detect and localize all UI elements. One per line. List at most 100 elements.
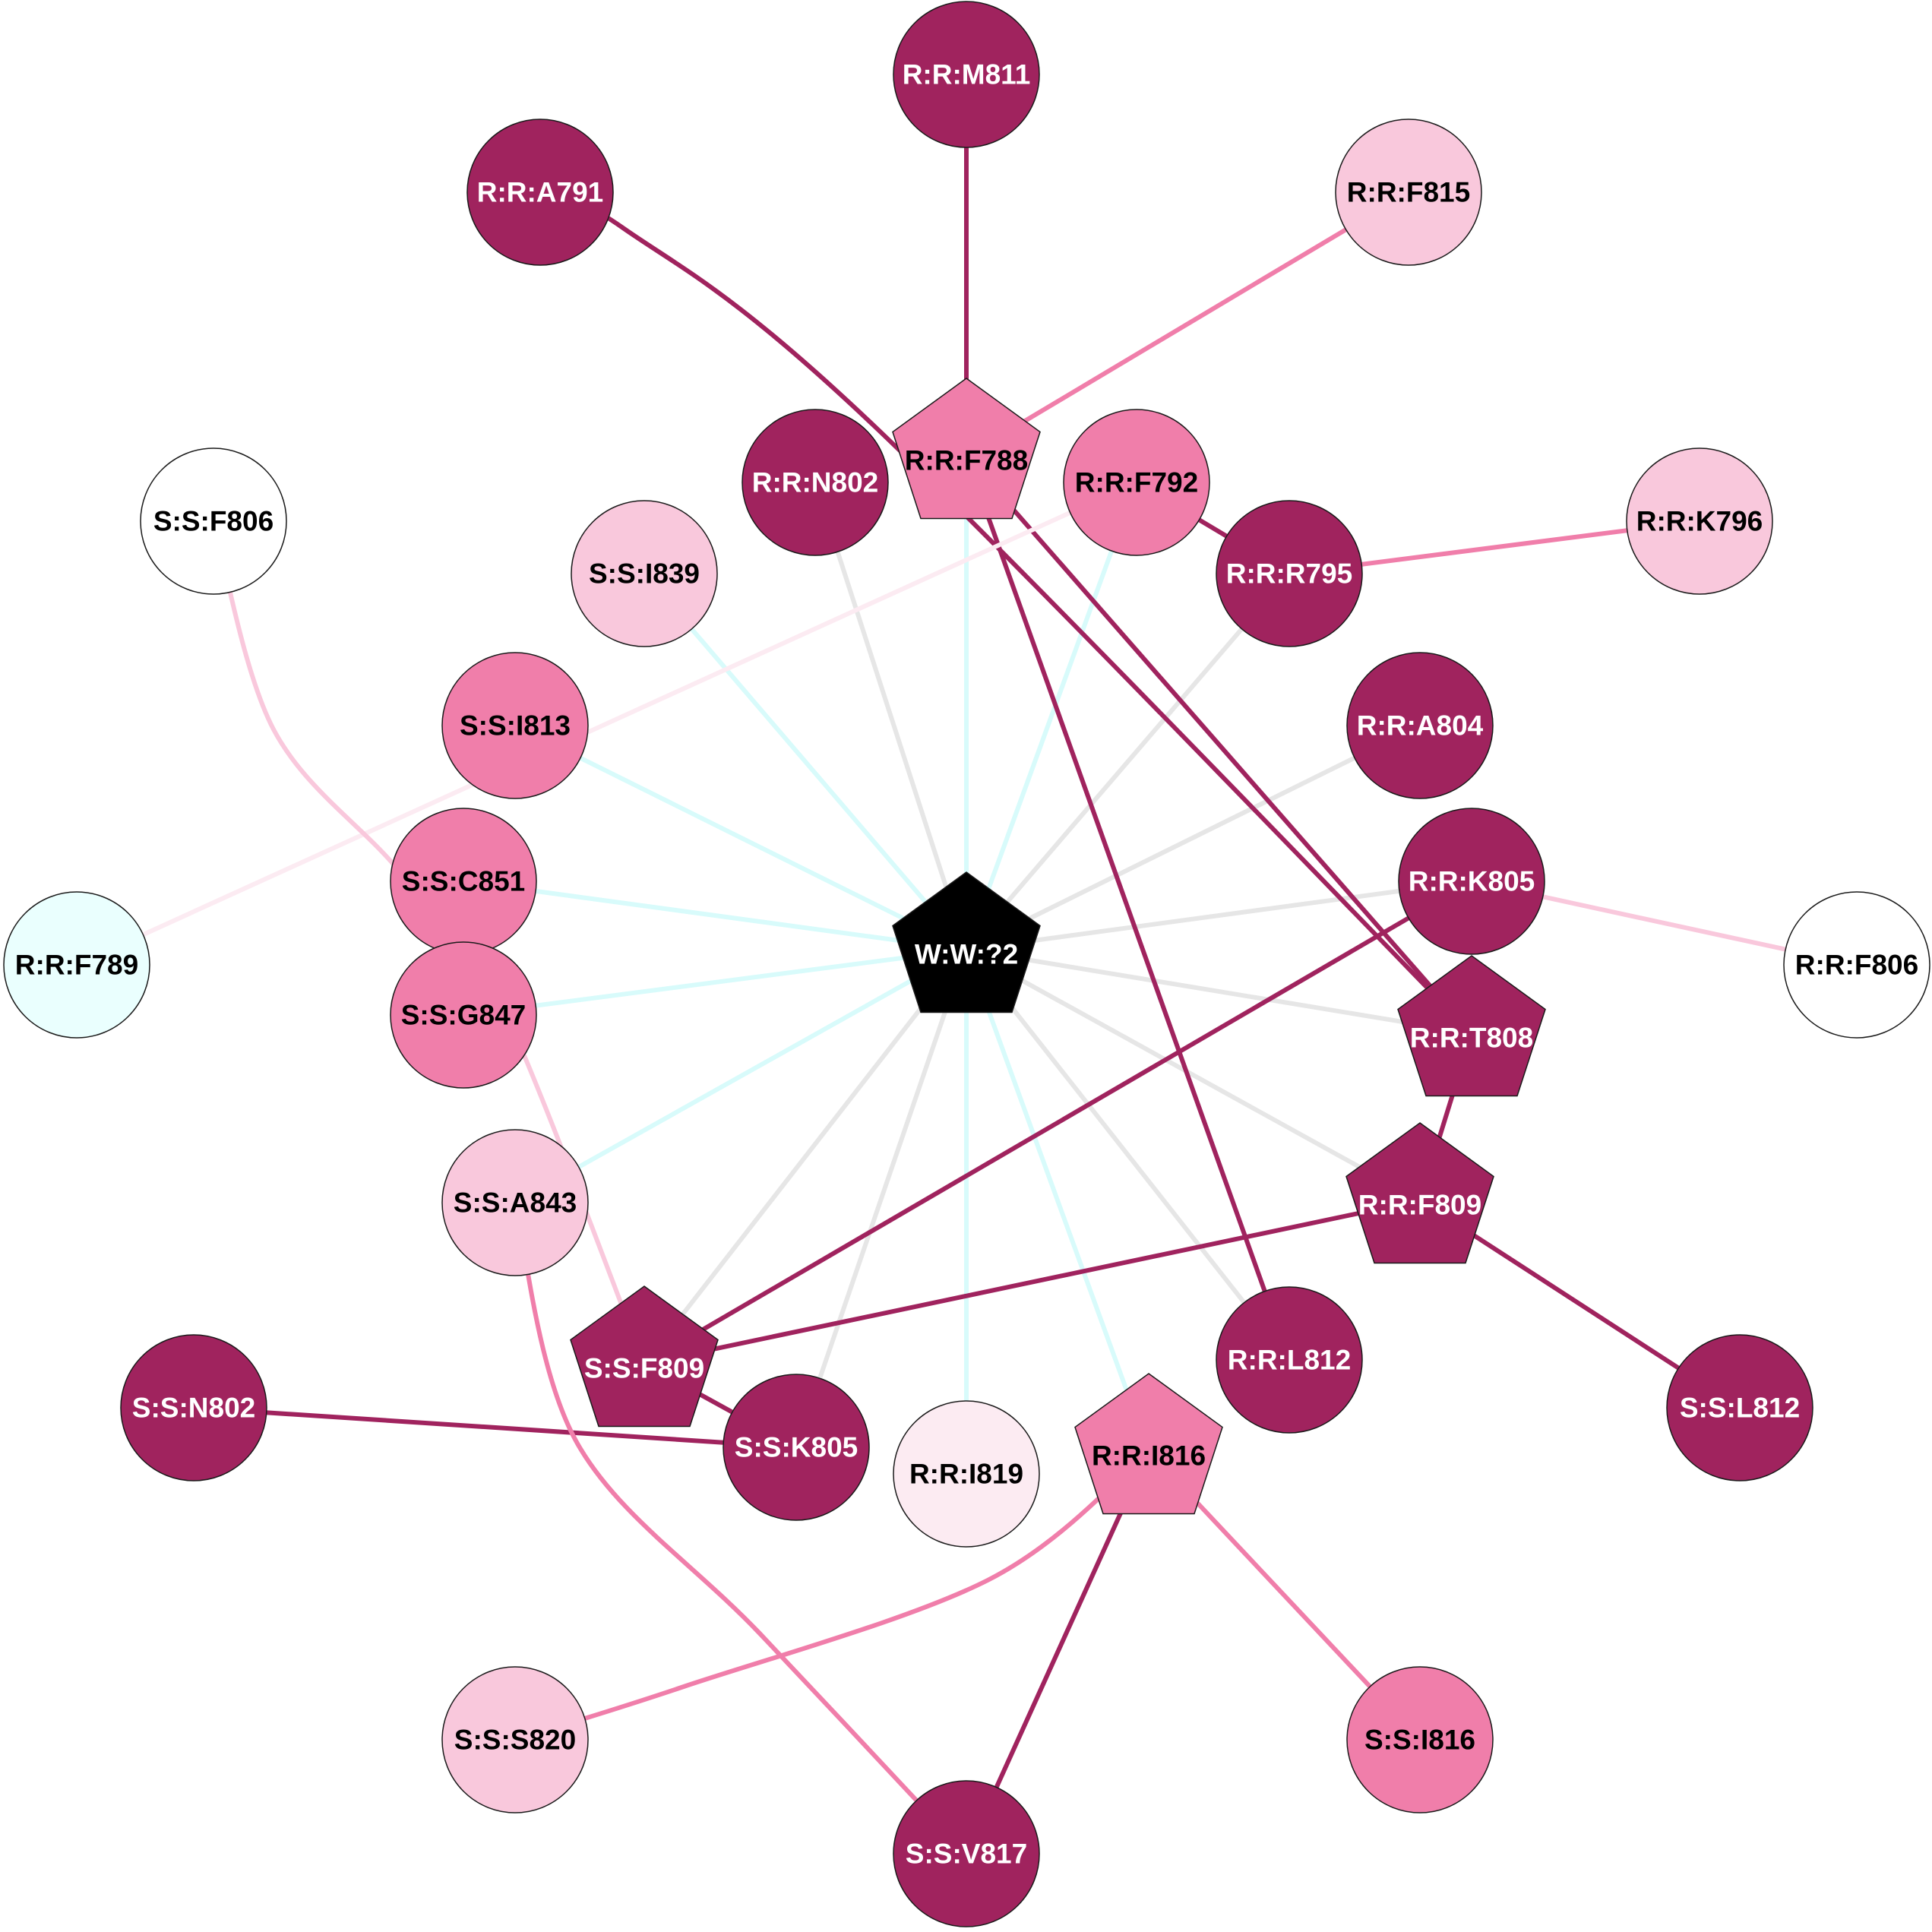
node-label: R:R:F809 [1358,1190,1481,1221]
node-s-s-n802[interactable]: S:S:N802 [120,1334,267,1481]
node-label: S:S:I839 [589,558,700,590]
node-circle-shape [893,1,1040,148]
node-s-s-i839[interactable]: S:S:I839 [571,500,718,647]
node-s-s-k805[interactable]: S:S:K805 [723,1374,870,1521]
node-r-r-l812[interactable]: R:R:L812 [1216,1286,1363,1434]
edge-w-w-2-to-r-r-t808 [966,947,1472,1036]
node-label: R:R:K796 [1636,506,1763,537]
node-circle-shape [893,1400,1040,1548]
node-r-r-a791[interactable]: R:R:A791 [466,119,614,266]
edge-r-r-f788-to-r-r-t808 [964,454,1474,1035]
edge-r-r-f809-to-s-s-f809 [643,1198,1421,1366]
node-circle-shape [741,409,889,556]
edge-w-w-2-to-r-r-k805 [966,879,1472,952]
node-label: R:R:T808 [1410,1023,1533,1054]
node-circle-shape [390,941,537,1089]
node-circle-shape [1666,1334,1813,1481]
node-r-r-a804[interactable]: R:R:A804 [1346,652,1494,799]
node-label: R:R:L812 [1228,1345,1351,1376]
node-r-r-i819[interactable]: R:R:I819 [893,1400,1040,1548]
node-r-r-f789[interactable]: R:R:F789 [3,891,150,1039]
node-circle-shape [571,500,718,647]
node-r-r-f792[interactable]: R:R:F792 [1063,409,1210,556]
edge-w-w-2-to-r-r-n802 [813,482,969,950]
edge-w-w-2-to-r-r-r795 [964,572,1292,951]
edge-r-r-f815-to-r-r-f788 [965,190,1410,458]
node-s-s-l812[interactable]: S:S:L812 [1666,1334,1813,1481]
edge-layer [75,74,1858,1856]
node-r-r-t808[interactable]: R:R:T808 [1397,955,1546,1097]
node-s-s-g847[interactable]: S:S:G847 [390,941,537,1089]
node-label: R:R:A791 [477,177,604,208]
node-label: S:S:A843 [454,1187,577,1219]
node-s-s-c851[interactable]: S:S:C851 [390,808,537,955]
node-circle-shape [441,1129,589,1276]
node-r-r-f806[interactable]: R:R:F806 [1783,891,1930,1039]
edge-w-w-2-to-s-s-i839 [642,572,969,951]
node-label: S:S:N802 [132,1393,255,1424]
node-r-r-f809[interactable]: R:R:F809 [1345,1122,1494,1264]
node-label: R:R:F792 [1075,467,1198,498]
node-r-r-r795[interactable]: R:R:R795 [1216,500,1363,647]
node-s-s-i816[interactable]: S:S:I816 [1346,1666,1494,1813]
node-label: R:R:F789 [15,950,138,981]
edge-r-r-f792-to-r-r-f789 [75,480,1138,967]
edge-w-w-2-to-r-r-a804 [965,723,1421,952]
node-circle-shape [1398,808,1545,955]
edge-w-w-2-to-s-s-i813 [514,723,968,952]
node-circle-shape [1626,447,1773,595]
node-r-r-m811[interactable]: R:R:M811 [893,1,1040,148]
node-label: S:S:V817 [906,1839,1027,1870]
node-pentagon-shape [892,378,1041,520]
node-pentagon-shape [892,871,1041,1013]
edge-w-w-2-to-r-r-f809 [965,947,1421,1203]
edge-w-w-2-to-s-s-a843 [514,947,968,1205]
node-circle-shape [1216,1286,1363,1434]
node-pentagon-shape [1074,1373,1223,1515]
node-label: R:R:F815 [1347,177,1470,208]
node-label: R:R:M811 [903,59,1031,90]
node-label: S:S:L812 [1680,1393,1800,1424]
center-node[interactable]: W:W:?2 [892,871,1041,1013]
edge-w-w-2-to-r-r-l812 [964,948,1292,1361]
node-label: S:S:F809 [584,1353,704,1384]
node-label: R:R:F806 [1795,950,1918,981]
node-r-r-k796[interactable]: R:R:K796 [1626,447,1773,595]
node-circle-shape [441,652,589,799]
node-r-r-k805[interactable]: R:R:K805 [1398,808,1545,955]
node-r-r-n802[interactable]: R:R:N802 [741,409,889,556]
node-r-r-i816[interactable]: R:R:I816 [1074,1373,1223,1515]
node-circle-shape [1216,500,1363,647]
node-label: R:R:R795 [1226,558,1353,590]
edge-r-r-f788-to-r-r-l812 [964,454,1292,1361]
node-label: S:S:S820 [454,1725,576,1756]
edge-w-w-2-to-s-s-f809 [642,948,969,1365]
node-circle-shape [1783,891,1930,1039]
node-label: R:R:I819 [909,1459,1023,1490]
node-label: R:R:A804 [1357,710,1484,741]
node-r-r-f815[interactable]: R:R:F815 [1335,119,1482,266]
node-s-s-v817[interactable]: S:S:V817 [893,1780,1040,1927]
node-circle-shape [441,1666,589,1813]
node-s-s-f809[interactable]: S:S:F809 [570,1285,719,1428]
node-s-s-f806[interactable]: S:S:F806 [140,447,287,595]
node-circle-shape [893,1780,1040,1927]
node-pentagon-shape [1345,1122,1494,1264]
node-circle-shape [140,447,287,595]
node-label: S:S:G847 [401,1000,526,1031]
edge-w-w-2-to-s-s-c851 [463,879,967,952]
node-s-s-s820[interactable]: S:S:S820 [441,1666,589,1813]
edge-r-r-k805-to-s-s-f809 [643,879,1473,1366]
node-circle-shape [1346,652,1494,799]
node-label: S:S:C851 [402,866,525,897]
node-s-s-a843[interactable]: S:S:A843 [441,1129,589,1276]
node-label: S:S:I813 [460,710,571,741]
node-label: S:S:F806 [153,506,274,537]
edge-r-r-i816-to-s-s-s820 [514,1449,1150,1742]
edge-s-s-a843-to-s-s-v817 [513,1202,969,1856]
node-r-r-f788[interactable]: R:R:F788 [892,378,1041,520]
node-circle-shape [1346,1666,1494,1813]
node-s-s-i813[interactable]: S:S:I813 [441,652,589,799]
